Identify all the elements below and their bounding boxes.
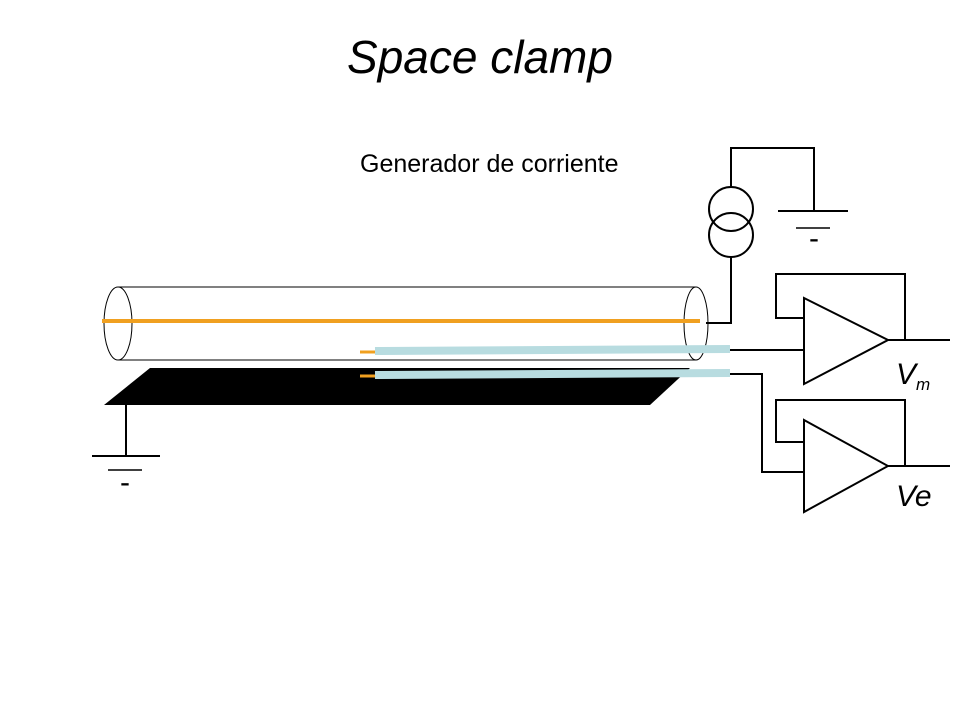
cylinder-left-end — [103, 286, 133, 361]
ve-label: Ve — [896, 480, 932, 513]
vm-label-subscript: m — [916, 375, 931, 394]
ve-feedback-wire — [775, 399, 906, 466]
vm-feedback-wire — [775, 273, 906, 340]
current-source-circle-bottom — [708, 212, 754, 258]
generator-ground-wire — [730, 147, 815, 211]
ground-minus-top: - — [809, 222, 819, 255]
electrode-vm-shaft — [374, 345, 731, 355]
vm-label: Vm — [896, 358, 930, 395]
page-title: Space clamp — [347, 31, 613, 83]
current-source-circle-top — [708, 186, 754, 232]
electrode-ve-shaft — [374, 369, 731, 379]
ground-minus-left: - — [120, 466, 130, 499]
amplifier-vm-icon — [803, 296, 891, 386]
amplifier-ve-icon — [803, 418, 891, 514]
current-generator-label: Generador de corriente — [360, 150, 619, 178]
vm-label-main: V — [896, 358, 917, 391]
ve-input-wire — [730, 373, 804, 473]
circuit-wires — [92, 147, 950, 473]
current-source-icon — [708, 186, 754, 258]
ground-short-bars — [108, 227, 830, 471]
generator-axon-wire — [706, 257, 732, 324]
